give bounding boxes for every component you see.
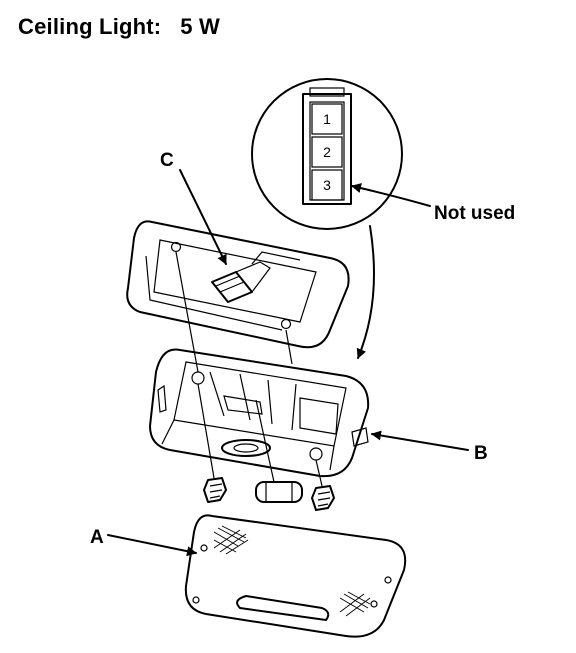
c-leader <box>179 169 227 265</box>
align-line-left <box>175 251 199 373</box>
label-not-used: Not used <box>434 203 515 224</box>
label-b: B <box>474 443 488 464</box>
detail-circle <box>251 78 403 230</box>
pin-cell-2 <box>311 136 343 168</box>
not-used-leader <box>351 183 431 207</box>
a-leader <box>107 534 197 557</box>
b-leader <box>371 430 469 451</box>
diagram-title: Ceiling Light: 5 W <box>18 14 220 39</box>
pin-cell-1 <box>311 103 343 135</box>
pin-cell-3 <box>311 169 343 201</box>
label-a: A <box>90 527 104 548</box>
screw-right <box>311 485 335 511</box>
mounting-plate <box>126 220 350 349</box>
screw-axis-left <box>197 383 215 479</box>
screw-axis-right <box>315 459 323 487</box>
bulb <box>255 481 303 503</box>
bulb-axis <box>255 399 275 483</box>
pin-label-1: 1 <box>323 111 331 127</box>
lens-cover <box>184 514 407 638</box>
pin-label-2: 2 <box>323 144 331 160</box>
connector-housing: 1 2 3 <box>302 87 352 205</box>
screw-left <box>203 477 227 503</box>
align-line-right <box>285 329 293 365</box>
label-c: C <box>160 150 174 171</box>
connector-detail-callout: 1 2 3 <box>251 78 431 230</box>
pin-label-3: 3 <box>323 177 331 193</box>
detail-curved-arrow <box>356 225 375 359</box>
